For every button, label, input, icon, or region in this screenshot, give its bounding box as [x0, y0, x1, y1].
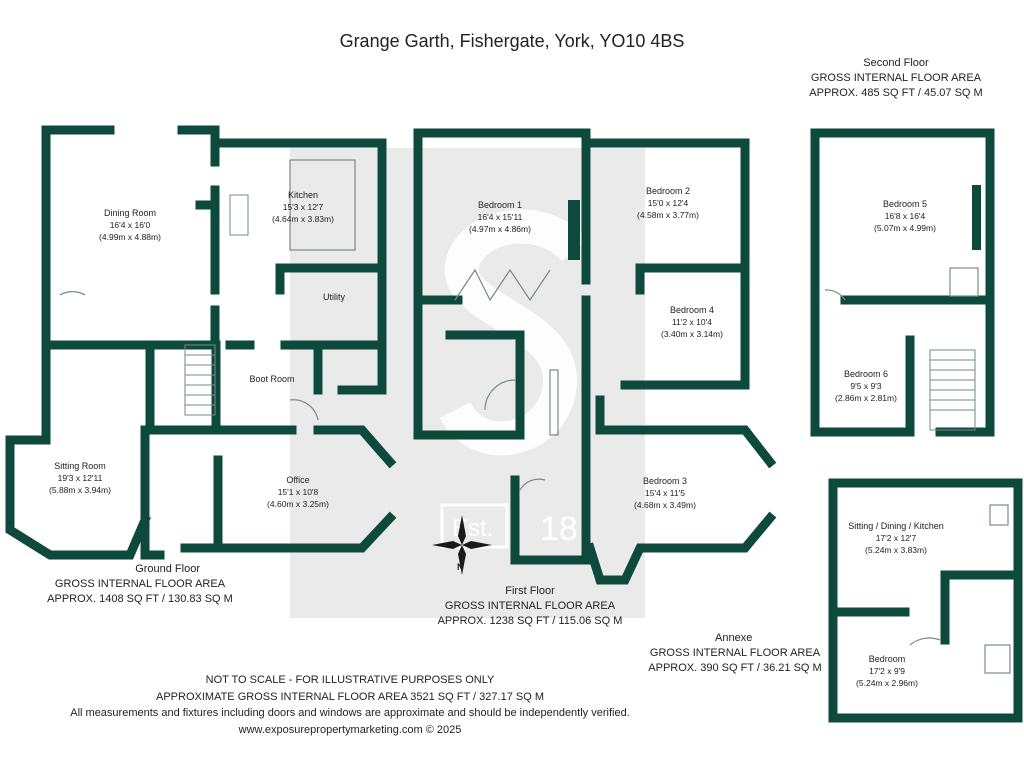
second-floor-name: Second Floor	[863, 57, 929, 69]
room-sitting-dims: 19'3 x 12'11	[58, 473, 103, 483]
ground-floor-name: Ground Floor	[135, 563, 200, 575]
room-dining-name: Dining Room	[104, 208, 156, 218]
room-sdk-name: Sitting / Dining / Kitchen	[848, 521, 944, 531]
first-floor-label: First Floor GROSS INTERNAL FLOOR AREA AP…	[420, 584, 640, 629]
room-office-dims: 15'1 x 10'8	[278, 487, 319, 497]
footer-disclaimer: NOT TO SCALE - FOR ILLUSTRATIVE PURPOSES…	[205, 674, 495, 686]
compass-north: N	[457, 562, 464, 572]
room-bed6-name: Bedroom 6	[844, 369, 888, 379]
first-floor-area-label: GROSS INTERNAL FLOOR AREA	[444, 599, 616, 612]
second-floor-label: Second Floor GROSS INTERNAL FLOOR AREA A…	[796, 56, 996, 101]
room-bed2-metric: (4.58m x 3.77m)	[637, 210, 699, 220]
room-bed5-name: Bedroom 5	[883, 199, 927, 209]
room-kitchen-name: Kitchen	[288, 190, 318, 200]
second-floor-plan	[810, 128, 995, 437]
room-sitting-name: Sitting Room	[54, 461, 106, 471]
first-floor-plan	[413, 128, 777, 585]
room-kitchen-dims: 15'3 x 12'7	[283, 202, 324, 212]
footer-verification-note: All measurements and fixtures including …	[70, 707, 630, 719]
room-annexbed-metric: (5.24m x 2.96m)	[856, 678, 918, 688]
room-sitting-metric: (5.88m x 3.94m)	[49, 485, 111, 495]
room-bed3-name: Bedroom 3	[643, 476, 687, 486]
room-bed3-dims: 15'4 x 11'5	[645, 488, 685, 498]
room-utility-name: Utility	[323, 292, 345, 302]
annexe-label: Annexe GROSS INTERNAL FLOOR AREA APPROX.…	[640, 631, 830, 676]
room-dining-metric: (4.99m x 4.88m)	[99, 232, 161, 242]
room-office-name: Office	[286, 475, 309, 485]
room-bed4-name: Bedroom 4	[670, 305, 714, 315]
room-bed2-dims: 15'0 x 12'4	[648, 198, 689, 208]
plan-title: Grange Garth, Fishergate, York, YO10 4BS	[339, 31, 685, 51]
first-floor-area: APPROX. 1238 SQ FT / 115.06 SQ M	[437, 614, 623, 627]
annexe-area: APPROX. 390 SQ FT / 36.21 SQ M	[648, 661, 822, 674]
room-sdk-metric: (5.24m x 3.83m)	[865, 545, 927, 555]
ground-floor-area-label: GROSS INTERNAL FLOOR AREA	[54, 577, 226, 590]
watermark-year: 18	[540, 510, 578, 548]
second-floor-area-label: GROSS INTERNAL FLOOR AREA	[810, 71, 982, 84]
room-bootroom-name: Boot Room	[249, 374, 294, 384]
room-labels: Dining Room 16'4 x 16'0 (4.99m x 4.88m) …	[49, 186, 944, 688]
room-bed6-metric: (2.86m x 2.81m)	[835, 393, 897, 403]
room-sdk-dims: 17'2 x 12'7	[876, 533, 917, 543]
ground-stairs	[184, 344, 216, 416]
annexe-name: Annexe	[715, 632, 753, 644]
room-office-metric: (4.60m x 3.25m)	[267, 499, 329, 509]
annexe-area-label: GROSS INTERNAL FLOOR AREA	[649, 646, 821, 659]
room-bed1-dims: 16'4 x 15'11	[478, 212, 523, 222]
room-bed4-metric: (3.40m x 3.14m)	[661, 329, 723, 339]
room-bed5-metric: (5.07m x 4.99m)	[874, 223, 936, 233]
ground-floor-label: Ground Floor GROSS INTERNAL FLOOR AREA A…	[40, 562, 240, 607]
room-dining-dims: 16'4 x 16'0	[110, 220, 151, 230]
compass: N	[432, 515, 492, 575]
room-bed3-metric: (4.68m x 3.49m)	[634, 500, 696, 510]
room-bed5-dims: 16'8 x 16'4	[885, 211, 926, 221]
room-annexbed-dims: 17'2 x 9'9	[869, 666, 905, 676]
second-stairs	[929, 349, 976, 431]
footer-website-link[interactable]: www.exposurepropertymarketing.com © 2025	[238, 723, 462, 736]
annexe-plan	[828, 478, 1023, 723]
room-annexbed-name: Bedroom	[869, 654, 906, 664]
room-bed4-dims: 11'2 x 10'4	[672, 317, 712, 327]
ground-floor-area: APPROX. 1408 SQ FT / 130.83 SQ M	[47, 592, 233, 605]
ground-floor-plan	[5, 125, 397, 560]
room-bed1-name: Bedroom 1	[478, 200, 522, 210]
second-floor-area: APPROX. 485 SQ FT / 45.07 SQ M	[809, 86, 983, 99]
footer-notes: NOT TO SCALE - FOR ILLUSTRATIVE PURPOSES…	[0, 672, 700, 738]
room-bed2-name: Bedroom 2	[646, 186, 690, 196]
first-floor-name: First Floor	[505, 585, 555, 597]
watermark-est: Est.	[452, 515, 493, 542]
room-kitchen-metric: (4.64m x 3.83m)	[272, 214, 334, 224]
room-bed1-metric: (4.97m x 4.86m)	[469, 224, 531, 234]
footer-total-area: APPROXIMATE GROSS INTERNAL FLOOR AREA 35…	[156, 690, 544, 703]
room-bed6-dims: 9'5 x 9'3	[850, 381, 881, 391]
